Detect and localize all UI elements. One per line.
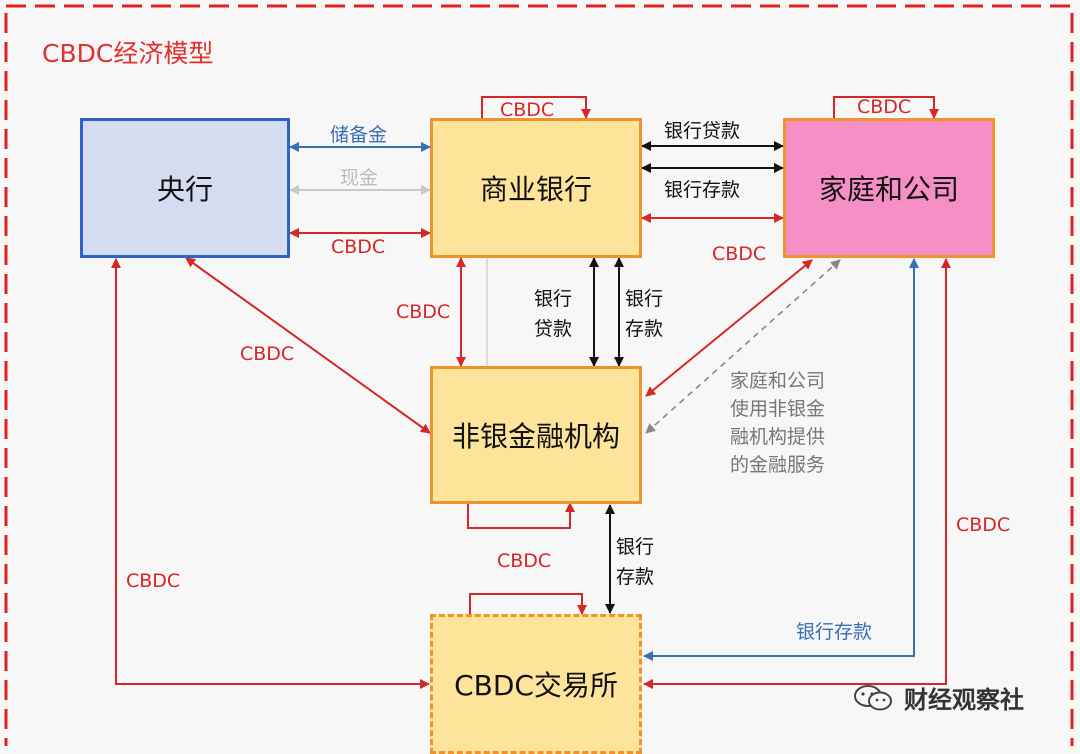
page-title: CBDC经济模型: [42, 39, 214, 68]
exchange-node: CBDC交易所: [430, 614, 642, 754]
watermark-text: 财经观察社: [904, 686, 1024, 714]
outer-frame: [4, 4, 1074, 746]
households-self-loop: [833, 96, 939, 119]
households-label: 家庭和公司: [818, 173, 959, 206]
cbdc-central-nonbank-label: CBDC: [240, 343, 295, 365]
nonbank-services-note: 家庭和公司 使用非银金 融机构提供 的金融服务: [730, 370, 826, 476]
nonbank-self-loop: [467, 502, 575, 529]
bank-loans-label: 银行贷款: [664, 120, 741, 142]
nonbank-node: 非银金融机构: [430, 366, 642, 504]
bank-loans-vertical-label: 银行 贷款: [534, 288, 573, 340]
cbdc-cb-bank-label: CBDC: [331, 236, 386, 258]
central-bank-label: 央行: [156, 173, 213, 206]
cbdc-central-exchange-arrow: [111, 258, 430, 689]
exchange-self-loop: [469, 593, 587, 615]
cbdc-bank-loop-label: CBDC: [500, 99, 555, 121]
bank-deposits-exchange-label: 银行 存款: [616, 536, 655, 588]
cbdc-central-nonbank-arrow: [185, 257, 431, 434]
cbdc-households-loop-label: CBDC: [857, 96, 912, 118]
bank-deposits-vertical-label: 银行 存款: [625, 288, 664, 340]
wechat-icon: [854, 684, 892, 710]
households-node: 家庭和公司: [783, 118, 995, 258]
nonbank-label: 非银金融机构: [451, 420, 620, 453]
commercial-bank-label: 商业银行: [479, 173, 592, 206]
bank-deposits-households-exchange-label: 银行存款: [796, 621, 873, 643]
cbdc-bank-households-label: CBDC: [712, 243, 767, 265]
cbdc-nonbank-loop-label: CBDC: [497, 550, 552, 572]
commercial-bank-node: 商业银行: [430, 118, 642, 258]
exchange-label: CBDC交易所: [454, 669, 618, 702]
watermark: 财经观察社: [852, 680, 1024, 715]
cbdc-households-exchange-arrow: [643, 258, 951, 689]
reserves-label: 储备金: [330, 124, 388, 146]
central-bank-node: 央行: [80, 118, 290, 258]
cash-label: 现金: [340, 167, 379, 189]
bank-self-loop: [481, 96, 591, 119]
bank-deposits-label: 银行存款: [664, 179, 741, 201]
cbdc-central-exchange-label: CBDC: [126, 570, 181, 592]
cbdc-bank-nonbank-label: CBDC: [396, 301, 451, 323]
cbdc-households-exchange-label: CBDC: [956, 514, 1011, 536]
